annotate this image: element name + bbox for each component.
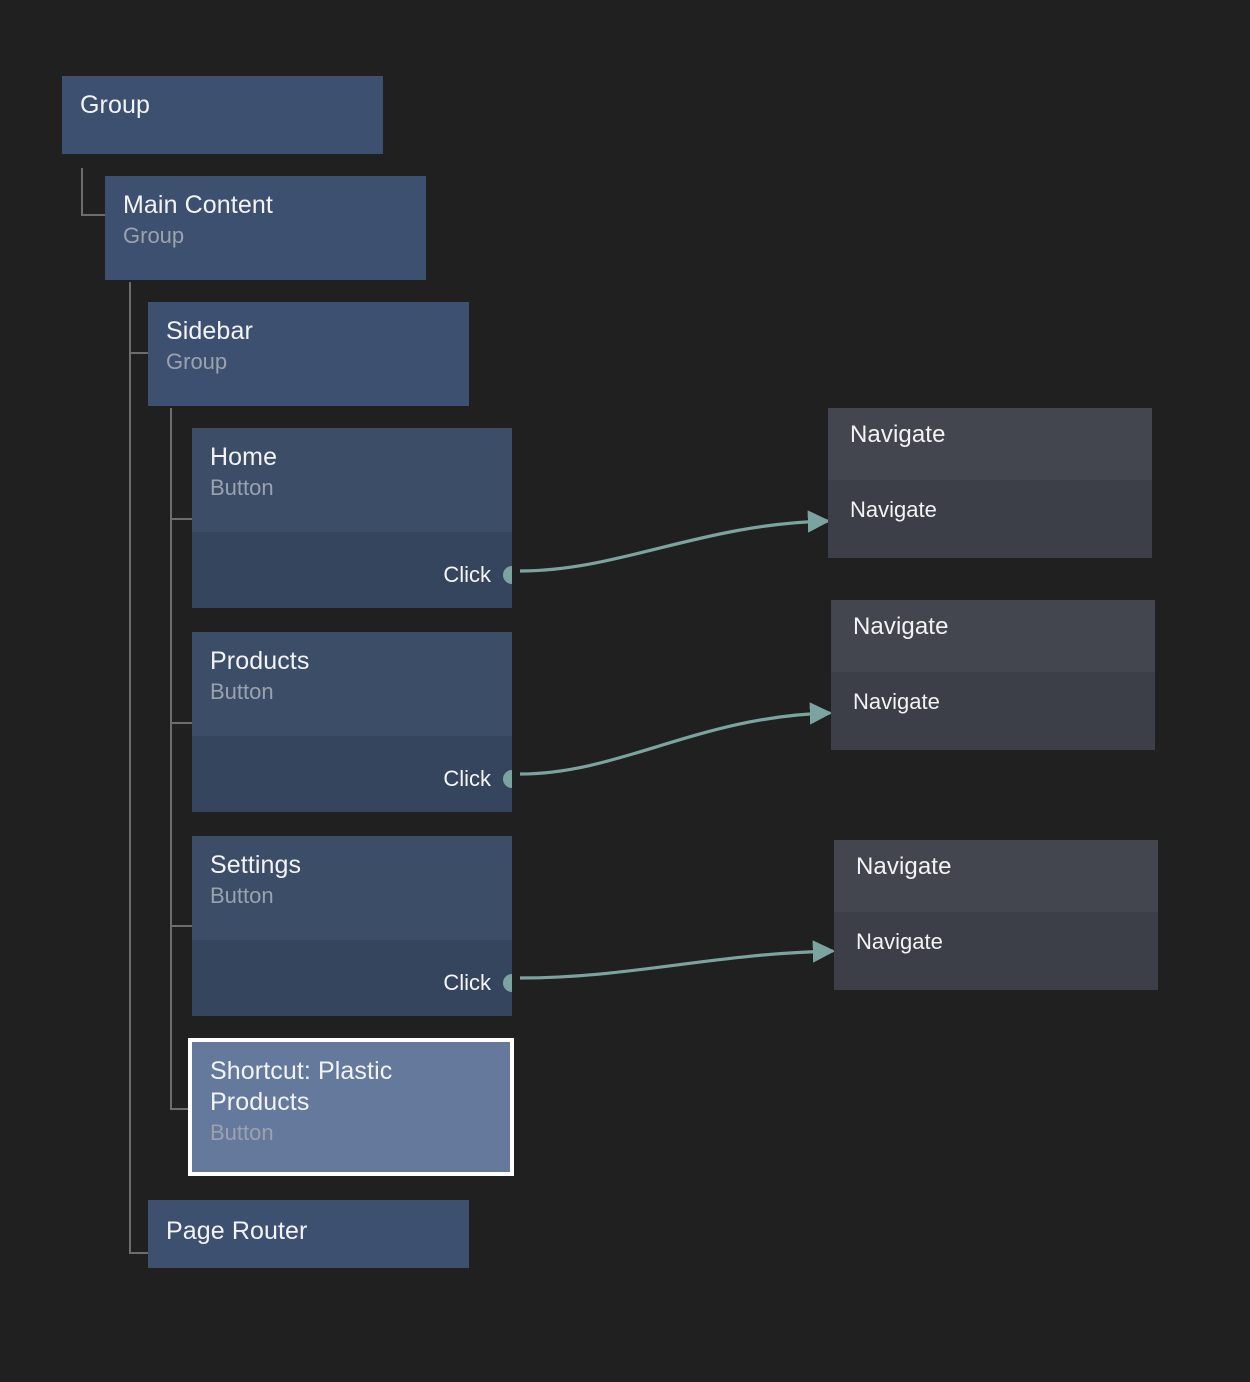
node-page-router[interactable]: Page Router [148, 1200, 469, 1268]
edge-products-to-navigate [519, 702, 833, 776]
node-navigate-3-action-label: Navigate [856, 929, 943, 954]
tree-line-main-branch-sidebar [129, 352, 151, 354]
node-home-button-title: Home [210, 443, 278, 471]
node-root-group[interactable]: Group [62, 76, 383, 154]
tree-line-sidebar-trunk [170, 408, 172, 1110]
port-settings-click-label: Click [443, 970, 491, 995]
port-settings-click[interactable]: Click [443, 969, 512, 997]
node-navigate-3-title: Navigate [856, 853, 952, 880]
node-navigate-2-header: Navigate [831, 600, 1155, 672]
node-sidebar-title: Sidebar [166, 317, 253, 345]
port-home-click[interactable]: Click [443, 561, 512, 589]
node-navigate-1-header: Navigate [828, 408, 1152, 480]
node-sidebar-header: Sidebar Group [148, 302, 469, 392]
node-navigate-1-title: Navigate [850, 421, 946, 448]
node-products-button-subtitle: Button [210, 679, 274, 704]
tree-line-root-branch [81, 214, 105, 216]
node-settings-button-body: Click [192, 940, 512, 1016]
port-settings-click-dot[interactable] [503, 974, 512, 992]
edge-home-to-navigate [519, 510, 831, 573]
node-settings-button[interactable]: Settings Button Click [192, 836, 512, 1016]
node-navigate-1-body: Navigate [828, 480, 1152, 558]
node-navigate-1-action-label: Navigate [850, 497, 937, 522]
node-navigate-3[interactable]: Navigate Navigate [834, 840, 1158, 990]
edge-settings-to-navigate [519, 940, 836, 980]
node-shortcut-header: Shortcut: Plastic Products Button [192, 1042, 510, 1159]
node-navigate-2-body: Navigate [831, 672, 1155, 750]
node-settings-button-header: Settings Button [192, 836, 512, 940]
node-main-content-title: Main Content [123, 191, 273, 219]
node-root-group-header: Group [62, 76, 383, 137]
port-products-click[interactable]: Click [443, 765, 512, 793]
node-products-button-header: Products Button [192, 632, 512, 736]
node-page-router-title: Page Router [166, 1217, 308, 1245]
node-settings-button-subtitle: Button [210, 883, 274, 908]
node-sidebar[interactable]: Sidebar Group [148, 302, 469, 406]
port-products-click-dot[interactable] [503, 770, 512, 788]
node-main-content[interactable]: Main Content Group [105, 176, 426, 280]
node-shortcut-title: Shortcut: Plastic Products [210, 1057, 393, 1116]
port-home-click-label: Click [443, 562, 491, 587]
tree-line-sidebar-branch-shortcut [170, 1108, 192, 1110]
node-navigate-3-body: Navigate [834, 912, 1158, 990]
node-products-button[interactable]: Products Button Click [192, 632, 512, 812]
tree-line-sidebar-branch-home [170, 518, 192, 520]
node-sidebar-subtitle: Group [166, 349, 228, 374]
port-products-click-label: Click [443, 766, 491, 791]
node-shortcut-subtitle: Button [210, 1120, 274, 1145]
tree-line-main-branch-router [129, 1252, 151, 1254]
port-home-click-dot[interactable] [503, 566, 512, 584]
tree-line-sidebar-branch-settings [170, 925, 192, 927]
node-home-button[interactable]: Home Button Click [192, 428, 512, 608]
node-products-button-title: Products [210, 647, 310, 675]
node-products-button-body: Click [192, 736, 512, 812]
node-main-content-subtitle: Group [123, 223, 185, 248]
node-root-group-title: Group [80, 91, 150, 119]
node-navigate-1[interactable]: Navigate Navigate [828, 408, 1152, 558]
node-shortcut-plastic-products[interactable]: Shortcut: Plastic Products Button [188, 1038, 514, 1176]
node-navigate-2-title: Navigate [853, 613, 949, 640]
node-navigate-2[interactable]: Navigate Navigate [831, 600, 1155, 750]
node-navigate-3-header: Navigate [834, 840, 1158, 912]
node-page-router-header: Page Router [148, 1200, 469, 1263]
tree-line-sidebar-branch-products [170, 722, 192, 724]
node-home-button-body: Click [192, 532, 512, 608]
tree-line-main-trunk [129, 282, 131, 1254]
node-navigate-2-action-label: Navigate [853, 689, 940, 714]
node-settings-button-title: Settings [210, 851, 302, 879]
tree-line-root-trunk [81, 168, 83, 216]
node-home-button-header: Home Button [192, 428, 512, 532]
node-home-button-subtitle: Button [210, 475, 274, 500]
node-main-content-header: Main Content Group [105, 176, 426, 266]
